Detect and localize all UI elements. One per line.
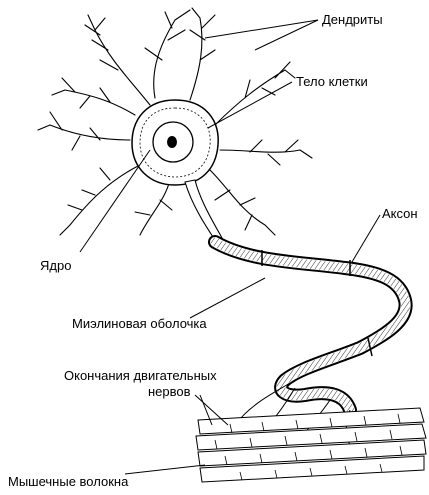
label-myelin-sheath: Миэлиновая оболочка — [72, 316, 207, 331]
dendrites-leader-2 — [255, 20, 318, 50]
axon-hillock — [185, 180, 222, 240]
label-cell-body: Тело клетки — [296, 74, 368, 89]
label-motor-endings-line2: нервов — [148, 384, 191, 399]
muscle-fibers — [196, 408, 426, 482]
label-nucleus: Ядро — [40, 258, 71, 273]
myelin-leader — [190, 278, 265, 318]
dendrites-leader — [205, 20, 318, 38]
label-motor-endings-line1: Окончания двигательных — [64, 368, 217, 383]
cell-body-leader — [208, 82, 292, 128]
nucleus — [153, 122, 193, 162]
label-muscle-fibers: Мышечные волокна — [8, 474, 129, 489]
muscle-fibers-leader — [125, 465, 205, 474]
axon-leader — [352, 215, 380, 262]
myelin-sheath — [215, 242, 406, 410]
label-dendrites: Дендриты — [322, 12, 383, 27]
label-axon: Аксон — [382, 206, 418, 221]
